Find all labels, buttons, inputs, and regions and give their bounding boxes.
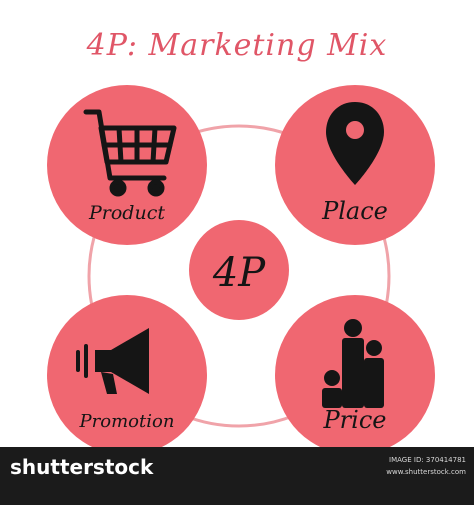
- node-center-circle: [189, 220, 289, 320]
- diagram-title: 4P: Marketing Mix: [86, 28, 388, 63]
- diagram-svg: Product Place 4P Promotion: [47, 85, 435, 447]
- stock-footer-bar: shutterstock IMAGE ID: 370414781 www.shu…: [0, 447, 474, 505]
- node-place-label: Place: [321, 197, 388, 225]
- coin-stacks-icon: [322, 319, 384, 408]
- node-product-label: Product: [88, 202, 165, 224]
- node-product-circle: [47, 85, 207, 245]
- node-price-label: Price: [323, 406, 387, 434]
- footer-logo: shutterstock: [10, 455, 154, 479]
- megaphone-icon: [76, 328, 149, 394]
- node-promotion-label: Promotion: [79, 411, 175, 432]
- footer-image-id: IMAGE ID: 370414781: [389, 456, 466, 464]
- node-center-label: 4P: [212, 250, 266, 296]
- map-pin-icon: [326, 102, 384, 185]
- shopping-cart-icon: [83, 109, 177, 197]
- footer-site: www.shutterstock.com: [386, 468, 466, 476]
- connector-ring: [87, 124, 391, 428]
- node-price: Price: [275, 295, 435, 447]
- node-promotion: Promotion: [47, 295, 207, 447]
- node-center: 4P: [189, 220, 289, 320]
- node-place: Place: [275, 85, 435, 245]
- node-product: Product: [47, 85, 207, 245]
